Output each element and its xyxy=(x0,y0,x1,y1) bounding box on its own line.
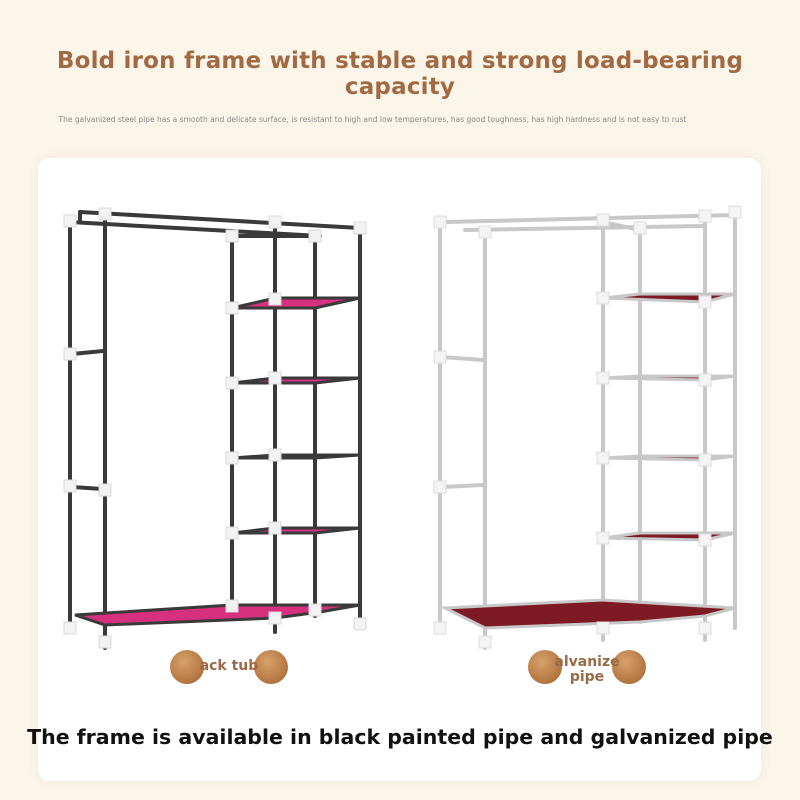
headline: Bold iron frame with stable and strong l… xyxy=(56,48,744,100)
galvanized-pipe-label: alvanize pipe xyxy=(554,654,620,685)
galvanized-pipe-badge: alvanize pipe xyxy=(528,650,646,686)
badge-circle-right xyxy=(612,650,646,684)
subline: The galvanized steel pipe has a smooth a… xyxy=(58,115,687,124)
badge-circle-left xyxy=(170,650,204,684)
badge-circle-right xyxy=(254,650,288,684)
black-tube-badge: ack tub xyxy=(170,650,288,686)
black-tube-label: ack tub xyxy=(199,657,259,674)
badge-circle-left xyxy=(528,650,562,684)
footer-caption: The frame is available in black painted … xyxy=(27,725,773,749)
